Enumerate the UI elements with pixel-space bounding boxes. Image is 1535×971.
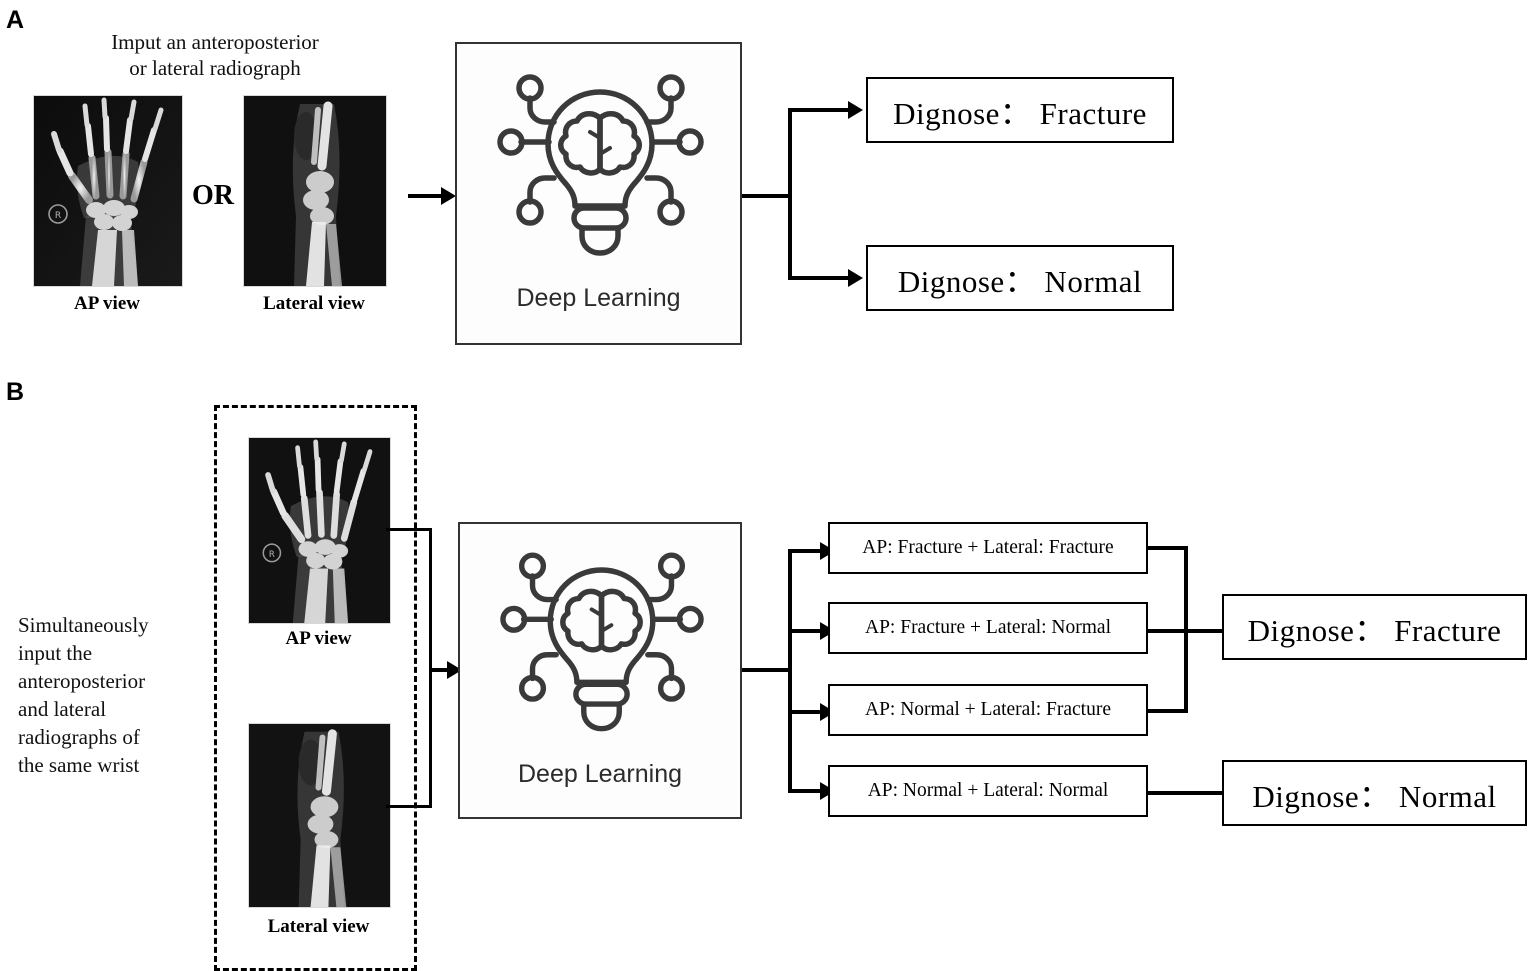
panel-a-output-fracture-label: Dignose： Fracture: [893, 95, 1147, 131]
panel-a-letter: A: [6, 6, 25, 34]
panel-b-merge-line-2: [1146, 629, 1188, 633]
panel-b-merge-line-3: [1146, 709, 1188, 713]
panel-b-caption-line-3: anteroposterior: [18, 668, 146, 693]
panel-b-combination-label-4: AP: Normal + Lateral: Normal: [867, 780, 1109, 801]
panel-b-input-arrow-line: [429, 668, 453, 672]
svg-text:R: R: [55, 211, 61, 221]
panel-a-output-stem: [742, 194, 792, 198]
panel-b-lateral-feed-line: [386, 805, 432, 808]
panel-b-branch-2-line: [788, 629, 824, 633]
panel-a-deep-learning-label: Deep Learning: [516, 284, 681, 312]
panel-b-output-normal-label: Dignose： Normal: [1252, 778, 1497, 814]
panel-b-output-fracture-label: Dignose： Fracture: [1247, 612, 1502, 648]
panel-b-merge-line-1: [1146, 546, 1188, 550]
panel-a-branch-fracture-line: [788, 108, 850, 112]
panel-b-ap-feed-line: [386, 528, 432, 531]
panel-b-caption-line-2: input the: [18, 640, 93, 665]
panel-b-caption-line-1: Simultaneously: [18, 613, 149, 637]
panel-b-lateral-radiograph: [248, 723, 391, 908]
panel-a-output-fracture-box[interactable]: Dignose： Fracture: [866, 77, 1174, 143]
panel-a-branch-fracture-arrowhead: [848, 101, 863, 119]
panel-a-lateral-view-label: Lateral view: [263, 293, 365, 314]
panel-b-caption-line-4: and lateral: [18, 696, 107, 721]
panel-b-paired-input-group: [214, 405, 417, 971]
panel-b-branch-3-line: [788, 710, 824, 714]
panel-b-caption-line-6: the same wrist: [18, 752, 140, 777]
panel-a-or-label: OR: [192, 180, 234, 211]
panel-b-output-fracture-box[interactable]: Dignose： Fracture: [1222, 594, 1527, 660]
panel-a-ap-view-label: AP view: [74, 293, 140, 314]
panel-b-branch-4-line: [788, 789, 824, 793]
panel-a-output-normal-box[interactable]: Dignose： Normal: [866, 245, 1174, 311]
panel-b-output-stem: [742, 668, 790, 672]
panel-b-combination-box-2[interactable]: AP: Fracture + Lateral: Normal: [828, 602, 1148, 654]
panel-a-lateral-radiograph: [243, 95, 387, 287]
panel-a-input-arrow-line: [408, 194, 448, 198]
panel-b-lateral-view-label: Lateral view: [267, 916, 370, 937]
panel-b-combination-label-3: AP: Normal + Lateral: Fracture: [865, 699, 1111, 720]
panel-b-ap-radiograph: R: [248, 437, 391, 624]
panel-a-branch-normal-arrowhead: [848, 269, 863, 287]
panel-a-caption-line-2: or lateral radiograph: [129, 55, 301, 80]
lightbulb-brain-ai-icon: [497, 66, 704, 256]
panel-b-normal-out-line: [1146, 791, 1226, 795]
panel-a-input-caption: Imput an anteroposterior or lateral radi…: [75, 30, 355, 81]
panel-a-branch-normal-line: [788, 276, 850, 280]
panel-a-output-normal-label: Dignose： Normal: [897, 263, 1143, 299]
panel-b-ap-view-label: AP view: [285, 628, 352, 649]
panel-b-fracture-out-line: [1184, 629, 1226, 633]
panel-b-output-splitter: [788, 549, 792, 791]
panel-b-combination-box-1[interactable]: AP: Fracture + Lateral: Fracture: [828, 522, 1148, 574]
svg-text:R: R: [269, 550, 275, 560]
panel-a-input-arrowhead: [441, 187, 456, 205]
panel-b-combination-label-1: AP: Fracture + Lateral: Fracture: [862, 537, 1114, 558]
panel-b-deep-learning-card: Deep Learning: [458, 522, 742, 819]
panel-a-output-splitter: [788, 108, 792, 280]
panel-a-ap-radiograph: R: [33, 95, 183, 287]
panel-b-caption-line-5: radiographs of: [18, 724, 140, 749]
lightbulb-brain-ai-icon: [500, 544, 704, 732]
panel-b-letter: B: [6, 378, 25, 406]
panel-b-input-caption: Simultaneously input the anteroposterior…: [18, 612, 208, 780]
panel-b-combination-label-2: AP: Fracture + Lateral: Normal: [865, 617, 1111, 638]
panel-b-combination-box-4[interactable]: AP: Normal + Lateral: Normal: [828, 765, 1148, 817]
panel-a-caption-line-1: Imput an anteroposterior: [111, 30, 319, 54]
panel-a-deep-learning-card: Deep Learning: [455, 42, 742, 345]
panel-b-branch-1-line: [788, 549, 824, 553]
panel-b-deep-learning-label: Deep Learning: [517, 760, 682, 788]
panel-b-output-normal-box[interactable]: Dignose： Normal: [1222, 760, 1527, 826]
panel-b-combination-box-3[interactable]: AP: Normal + Lateral: Fracture: [828, 684, 1148, 736]
